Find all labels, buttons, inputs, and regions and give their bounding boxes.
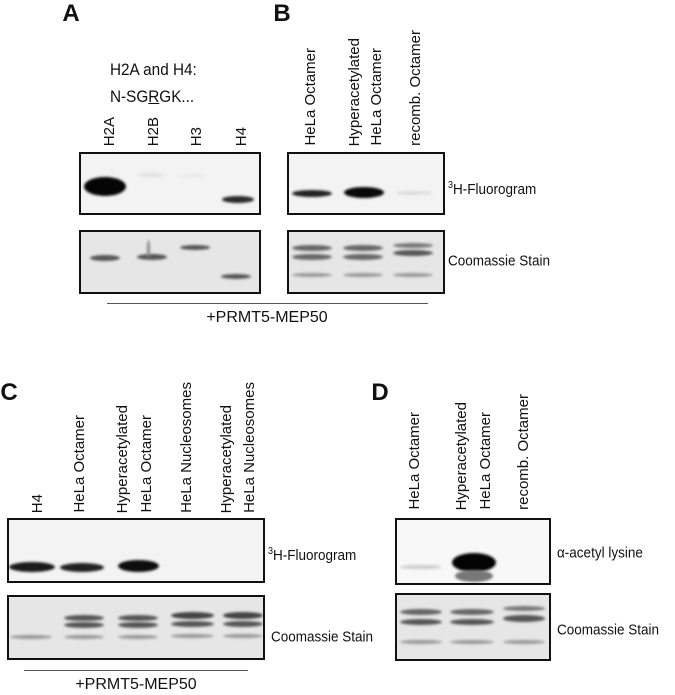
panel-b-fluorogram-blot [287, 152, 445, 215]
gel-band [118, 635, 158, 639]
gel-band [393, 273, 433, 277]
lane-label: HeLa Octamer [406, 412, 423, 510]
panel-c-treatment-label: +PRMT5-MEP50 [75, 676, 197, 693]
gel-band [452, 553, 496, 572]
fluorogram-text: H-Fluorogram [453, 181, 537, 198]
gel-band [400, 619, 442, 625]
treatment-bracket-line [24, 670, 248, 671]
panel-a-fluorogram-blot [79, 152, 261, 215]
gel-band [221, 274, 251, 279]
gel-band [64, 615, 104, 621]
gel-band [118, 615, 158, 621]
lane-label: recomb. Octamer [407, 30, 424, 146]
panel-b-fluorogram-label: 3H-Fluorogram [448, 180, 536, 198]
panel-a-note-line1: H2A and H4: [110, 60, 197, 79]
gel-band [292, 254, 332, 260]
gel-band [60, 563, 104, 572]
gel-band [10, 635, 52, 639]
gel-band [503, 640, 545, 644]
gel-band [344, 187, 384, 198]
isotope-superscript: 3 [448, 180, 454, 191]
gel-band [64, 622, 104, 628]
lane-label: HeLa Octamer [71, 415, 88, 513]
gel-band [84, 177, 126, 196]
panel-b-label: B [273, 0, 291, 27]
gel-band [222, 196, 254, 203]
lane-label: Hyperacetylated [218, 404, 235, 513]
panel-b-coomassie-blot [287, 230, 445, 294]
fluorogram-text: H-Fluorogram [273, 547, 357, 564]
lane-label: H3 [188, 126, 205, 146]
lane-label: recomb. Octamer [515, 394, 532, 510]
gel-band [393, 250, 433, 256]
gel-band [171, 621, 214, 627]
panel-c-fluorogram-label: 3H-Fluorogram [268, 546, 356, 564]
panel-b-coomassie-label: Coomassie Stain [448, 252, 551, 270]
gel-band [118, 560, 159, 572]
gel-band [455, 570, 493, 582]
lane-label: H4 [29, 493, 46, 513]
panel-a-note-line2: N-SGRGK... [110, 87, 194, 107]
gel-band [450, 609, 494, 615]
isotope-superscript: 3 [268, 546, 274, 557]
gel-band [137, 254, 167, 260]
lane-label: HeLa Octamer [368, 48, 385, 146]
panel-ab-treatment-label: +PRMT5-MEP50 [206, 309, 328, 326]
panel-d-antibody-label: α-acetyl lysine [557, 544, 643, 562]
lane-label: HeLa Nucleosomes [241, 382, 258, 513]
gel-band [147, 240, 150, 258]
gel-band [400, 640, 442, 644]
lane-label: Hyperacetylated [114, 404, 131, 513]
panel-d-label: D [371, 379, 389, 406]
lane-label: HeLa Octamer [302, 48, 319, 146]
gel-band [292, 245, 332, 251]
gel-band [343, 273, 383, 277]
gel-band [223, 612, 263, 619]
gel-band [400, 609, 442, 615]
lane-label: H2A [101, 116, 118, 146]
gel-band [9, 562, 55, 572]
gel-band [180, 245, 210, 250]
gel-band [393, 243, 433, 248]
panel-c-coomassie-blot [7, 595, 265, 660]
panel-d-coomassie-blot [395, 593, 551, 661]
gel-band [343, 245, 383, 251]
gel-band [64, 635, 104, 639]
gel-band [180, 174, 206, 177]
panel-a-label: A [62, 0, 80, 27]
gel-band [396, 191, 432, 195]
gel-band [171, 612, 214, 619]
gel-band [503, 615, 545, 622]
gel-band [223, 634, 263, 638]
gel-band [292, 273, 332, 277]
lane-label: HeLa Nucleosomes [178, 382, 195, 513]
sequence-methylated-residue: R [148, 87, 160, 106]
gel-band [118, 622, 158, 628]
gel-band [400, 565, 442, 569]
gel-band [292, 190, 332, 197]
gel-band [450, 619, 494, 625]
gel-band [343, 254, 383, 260]
panel-a-coomassie-blot [79, 230, 261, 294]
lane-label: HeLa Octamer [138, 415, 155, 513]
lane-label: Hyperacetylated [346, 37, 363, 146]
treatment-bracket-line [107, 303, 428, 304]
lane-label: H2B [145, 116, 162, 146]
panel-c-label: C [0, 379, 18, 406]
gel-band [503, 606, 545, 611]
gel-band [171, 634, 214, 638]
panel-c-coomassie-label: Coomassie Stain [271, 628, 374, 646]
gel-band [223, 621, 263, 627]
lane-label: H4 [233, 126, 250, 146]
panel-d-western-blot [395, 518, 551, 585]
panel-c-fluorogram-blot [7, 518, 265, 583]
lane-label: HeLa Octamer [477, 412, 494, 510]
sequence-suffix: GK... [159, 87, 195, 106]
gel-band [450, 640, 494, 644]
gel-band [138, 173, 164, 177]
panel-d-coomassie-label: Coomassie Stain [557, 621, 660, 639]
gel-band [90, 255, 120, 261]
sequence-prefix: N-SG [110, 87, 149, 106]
lane-label: Hyperacetylated [453, 401, 470, 510]
